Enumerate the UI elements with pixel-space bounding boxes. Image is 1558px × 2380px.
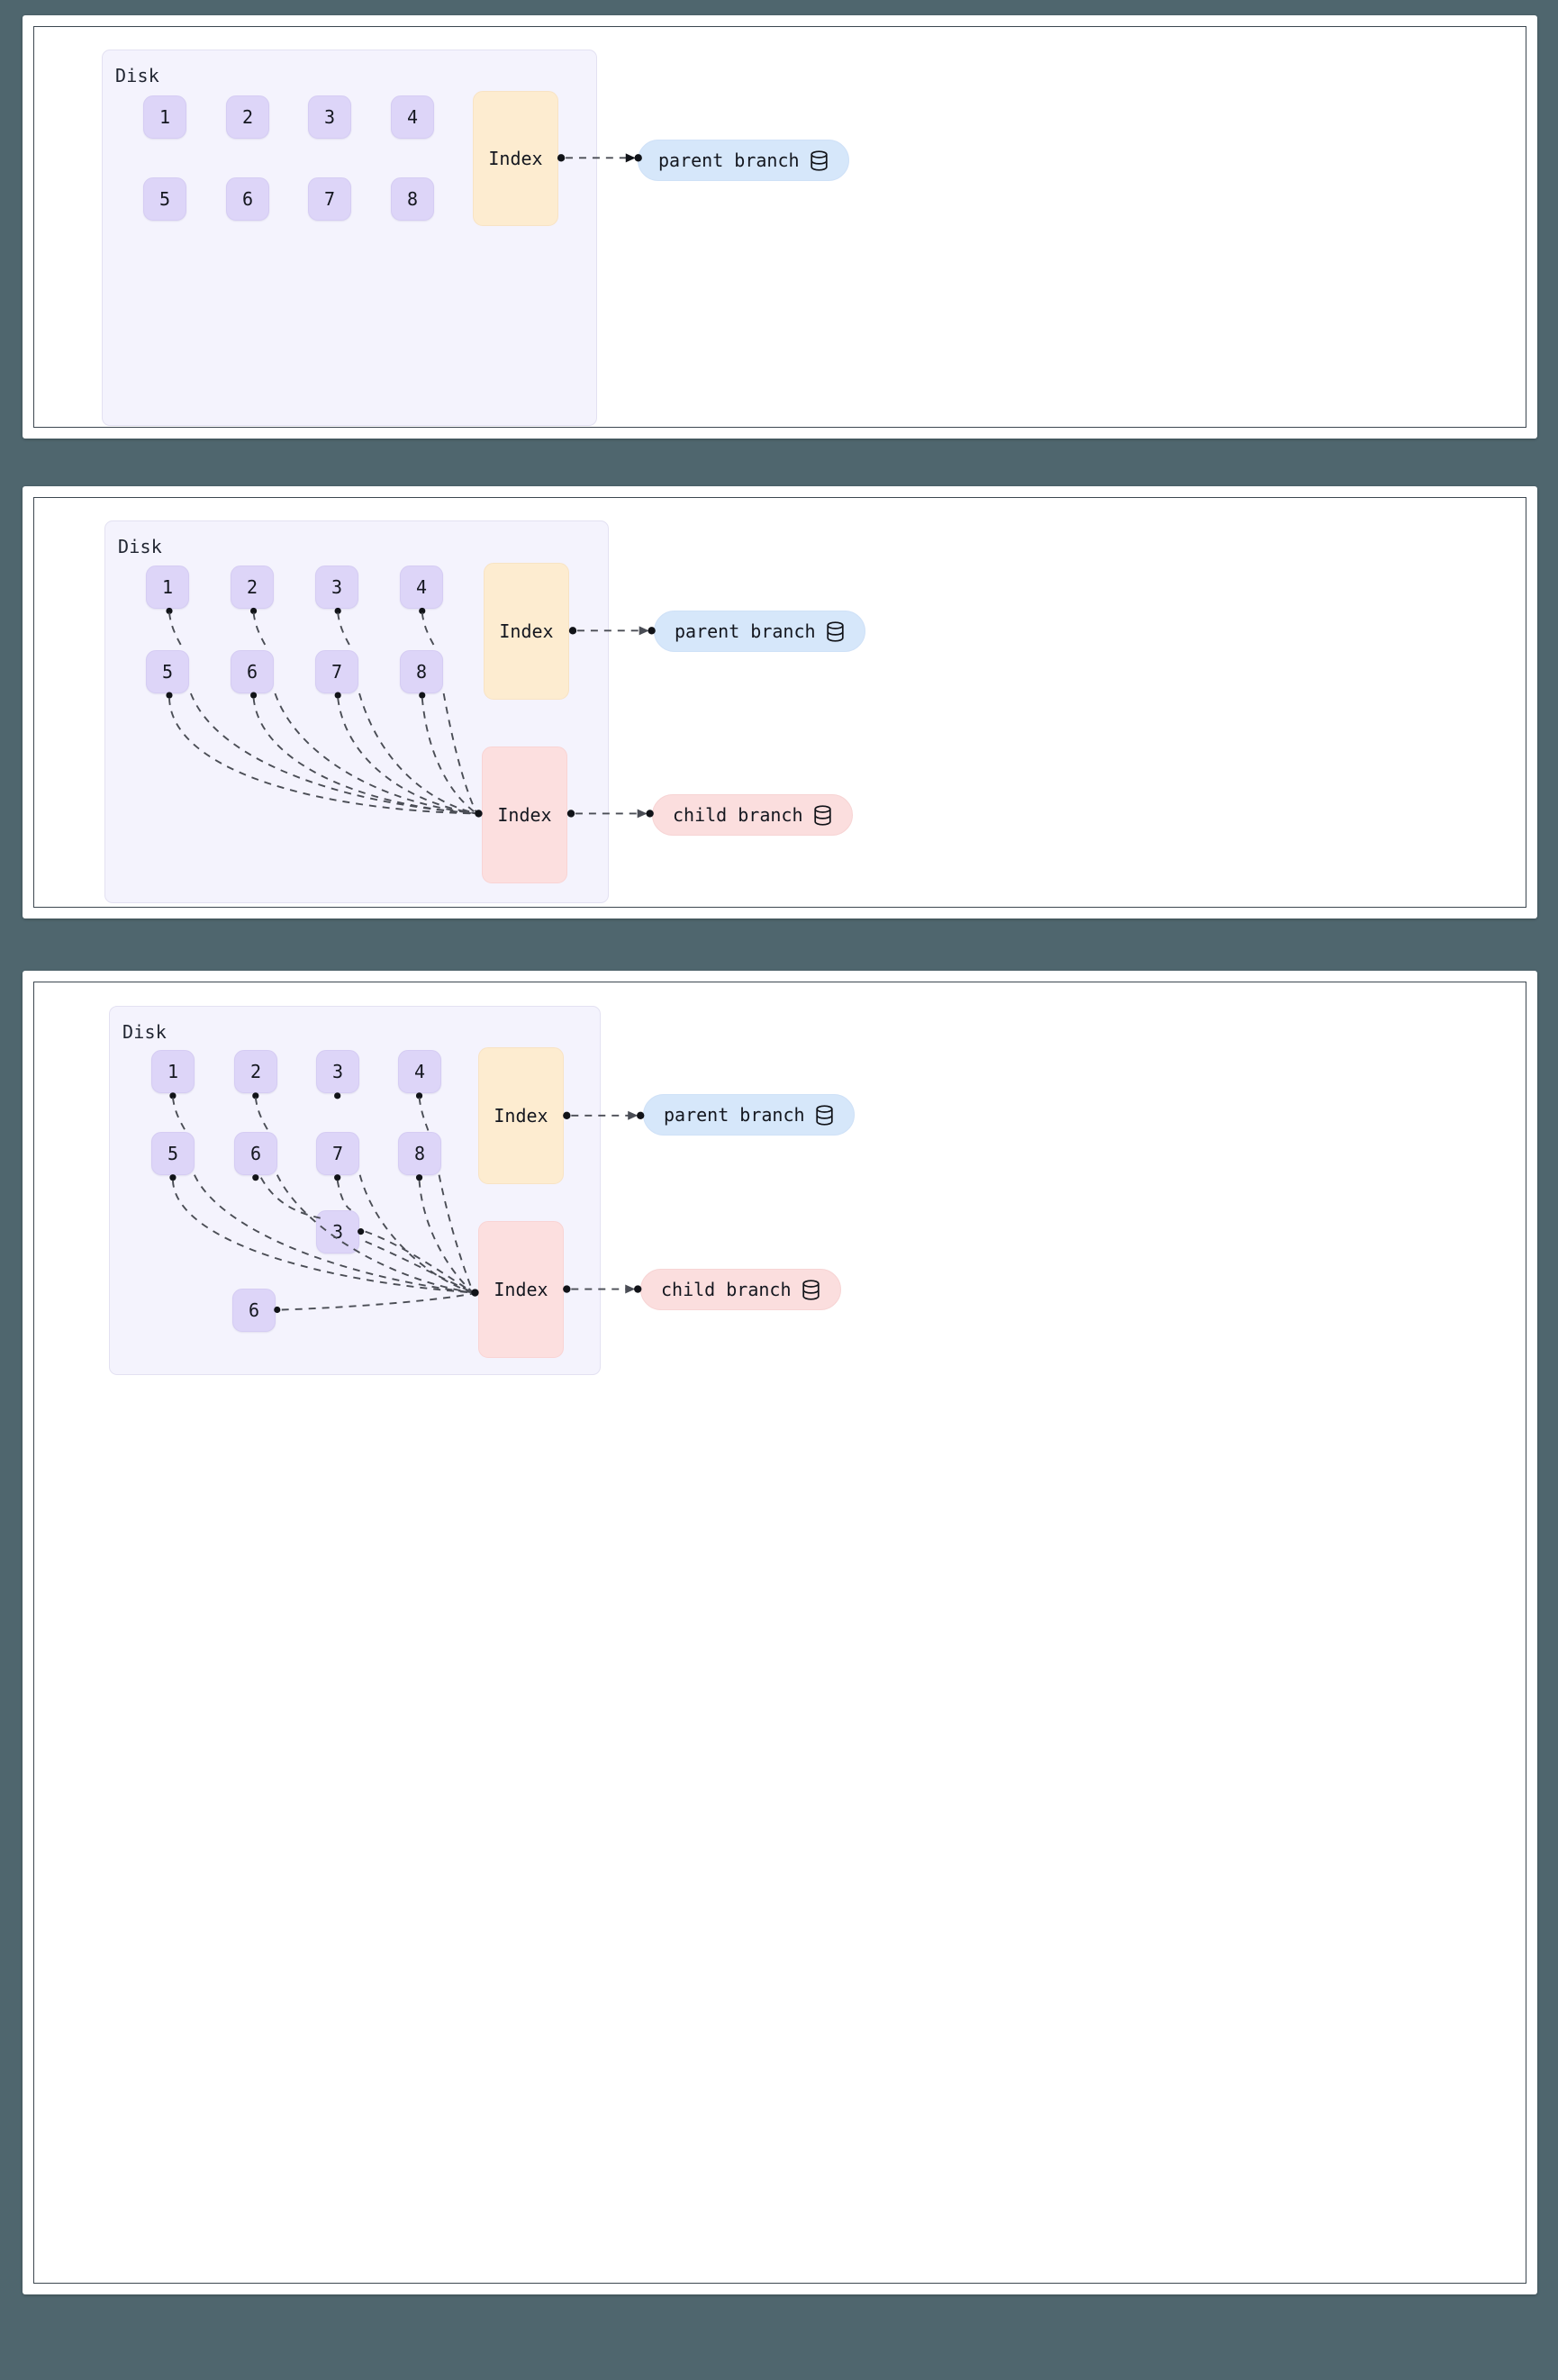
- disk-block[interactable]: 8: [398, 1132, 441, 1175]
- disk-block-extra[interactable]: 6: [232, 1289, 276, 1332]
- disk-label-3: Disk: [122, 1021, 167, 1043]
- parent-branch-pill[interactable]: parent branch: [638, 140, 849, 181]
- disk-block[interactable]: 2: [231, 566, 274, 609]
- disk-block[interactable]: 2: [226, 95, 269, 139]
- database-icon: [802, 1279, 820, 1300]
- panel-1: Disk 1 2 3 4 5 6 7 8 Index parent branch: [23, 15, 1537, 439]
- disk-block-extra[interactable]: 3: [316, 1210, 359, 1253]
- panel-3: Disk 1 2 3 4 5 6 7 8 3 6 Index Index par…: [23, 971, 1537, 2294]
- disk-block[interactable]: 5: [143, 177, 186, 221]
- disk-block[interactable]: 5: [151, 1132, 195, 1175]
- disk-block[interactable]: 2: [234, 1050, 277, 1093]
- parent-branch-label: parent branch: [675, 620, 816, 642]
- disk-label-1: Disk: [115, 65, 159, 86]
- disk-block[interactable]: 3: [315, 566, 358, 609]
- disk-block[interactable]: 1: [143, 95, 186, 139]
- child-branch-pill[interactable]: child branch: [640, 1269, 841, 1310]
- database-icon: [813, 804, 832, 826]
- disk-block[interactable]: 6: [226, 177, 269, 221]
- parent-branch-label: parent branch: [658, 149, 800, 171]
- index-box-child[interactable]: Index: [482, 747, 567, 883]
- parent-branch-label: parent branch: [664, 1104, 805, 1126]
- disk-block[interactable]: 7: [316, 1132, 359, 1175]
- panel-1-frame: Disk 1 2 3 4 5 6 7 8 Index parent branch: [33, 26, 1526, 428]
- panel-3-frame: Disk 1 2 3 4 5 6 7 8 3 6 Index Index par…: [33, 982, 1526, 2284]
- disk-block[interactable]: 8: [391, 177, 434, 221]
- database-icon: [826, 620, 845, 642]
- disk-block[interactable]: 7: [308, 177, 351, 221]
- index-box-child[interactable]: Index: [478, 1221, 564, 1358]
- disk-block[interactable]: 4: [398, 1050, 441, 1093]
- disk-block[interactable]: 6: [231, 650, 274, 693]
- disk-block[interactable]: 3: [308, 95, 351, 139]
- disk-block[interactable]: 6: [234, 1132, 277, 1175]
- database-icon: [815, 1104, 834, 1126]
- index-box-parent[interactable]: Index: [478, 1047, 564, 1184]
- child-branch-label: child branch: [673, 804, 803, 826]
- parent-branch-pill[interactable]: parent branch: [654, 611, 865, 652]
- disk-label-2: Disk: [118, 536, 162, 557]
- disk-block[interactable]: 4: [400, 566, 443, 609]
- panel-2-frame: Disk 1 2 3 4 5 6 7 8 Index Index parent …: [33, 497, 1526, 908]
- parent-branch-pill[interactable]: parent branch: [643, 1094, 855, 1136]
- disk-block[interactable]: 1: [146, 566, 189, 609]
- disk-block[interactable]: 5: [146, 650, 189, 693]
- child-branch-label: child branch: [661, 1279, 792, 1300]
- disk-block[interactable]: 3: [316, 1050, 359, 1093]
- panel-2: Disk 1 2 3 4 5 6 7 8 Index Index parent …: [23, 486, 1537, 919]
- disk-block[interactable]: 8: [400, 650, 443, 693]
- disk-block[interactable]: 4: [391, 95, 434, 139]
- database-icon: [810, 149, 829, 171]
- disk-block[interactable]: 7: [315, 650, 358, 693]
- index-box-parent[interactable]: Index: [484, 563, 569, 700]
- disk-block[interactable]: 1: [151, 1050, 195, 1093]
- index-box-parent[interactable]: Index: [473, 91, 558, 226]
- child-branch-pill[interactable]: child branch: [652, 794, 853, 836]
